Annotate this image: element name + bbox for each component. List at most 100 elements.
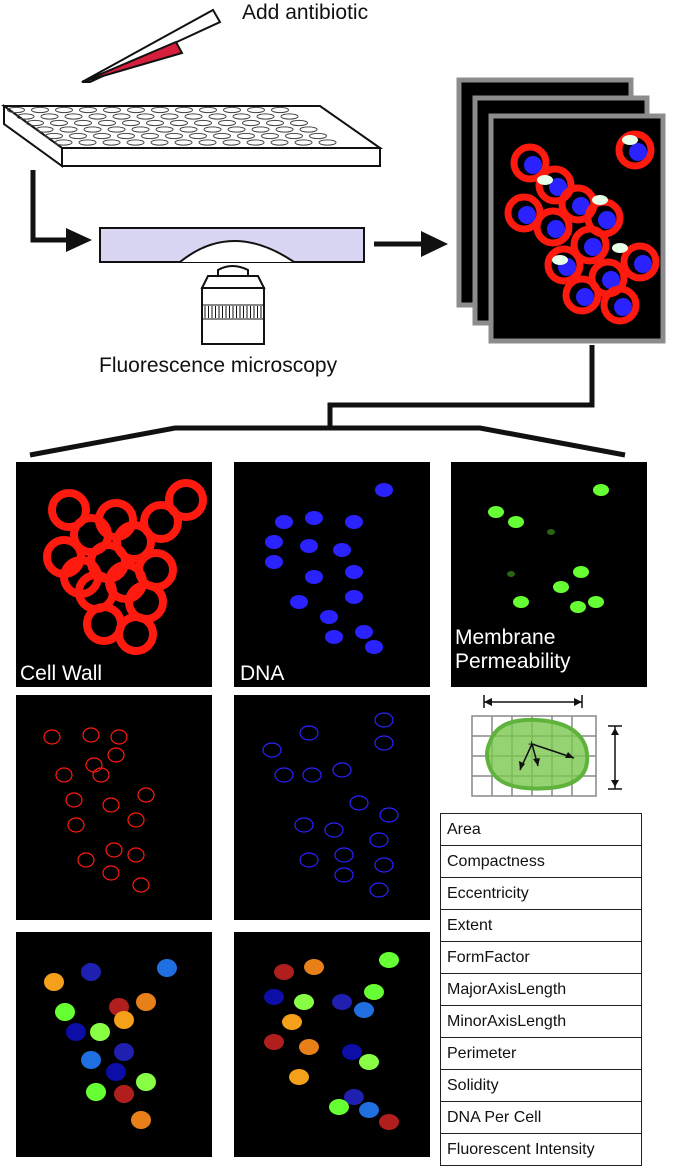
cell-segment — [86, 1083, 106, 1101]
membrane-blob — [588, 596, 604, 608]
pipette-icon — [81, 8, 222, 83]
well — [232, 113, 251, 120]
cell-segment — [136, 1073, 156, 1091]
well — [7, 106, 25, 114]
well — [256, 113, 275, 120]
membrane-blob — [507, 571, 515, 577]
well — [126, 139, 145, 146]
well — [266, 119, 284, 127]
dna-segment — [354, 1002, 374, 1018]
cell-outline — [55, 767, 73, 783]
well — [78, 139, 97, 146]
connector-lines — [29, 345, 626, 458]
membrane-label: Membrane Permeability — [455, 626, 571, 674]
cell-ring — [535, 165, 575, 205]
membrane-blob — [488, 506, 504, 518]
well — [237, 132, 255, 140]
cell-segment — [114, 1085, 134, 1103]
dna-segment — [289, 1069, 309, 1085]
feature-item: Perimeter — [441, 1038, 641, 1070]
cell-outline — [107, 747, 125, 763]
well — [93, 132, 111, 140]
dna-outline — [302, 767, 322, 783]
well — [309, 132, 327, 140]
well — [294, 139, 313, 146]
dna-blob — [305, 511, 323, 525]
dna-panel: DNA — [234, 462, 430, 687]
membrane-blob — [570, 601, 586, 613]
cell-ring — [620, 242, 660, 282]
cell-wall-ring — [165, 479, 207, 521]
cell-ring — [510, 143, 550, 183]
well — [151, 106, 169, 114]
dna-segment — [274, 964, 294, 980]
arrow-to-images — [374, 231, 448, 257]
well — [136, 113, 155, 120]
dna-outline — [334, 847, 354, 863]
well — [318, 139, 337, 146]
cell-outline — [85, 757, 103, 773]
well — [247, 106, 265, 114]
well — [88, 113, 107, 120]
dna-outline — [299, 725, 319, 741]
cell-ring — [615, 130, 655, 170]
well — [155, 126, 174, 133]
well — [131, 126, 150, 133]
well — [160, 113, 179, 120]
membrane-spot — [552, 255, 568, 265]
well — [165, 132, 183, 140]
well — [170, 119, 188, 127]
dna-blob — [365, 640, 383, 654]
membrane-blob — [513, 596, 529, 608]
feature-item: Compactness — [441, 846, 641, 878]
dna-blob — [290, 595, 308, 609]
dna-blob — [345, 515, 363, 529]
membrane-label-line2: Permeability — [455, 650, 571, 673]
cell-segment — [66, 1023, 86, 1041]
well — [285, 132, 303, 140]
dna-blob — [602, 271, 620, 289]
dna-blob — [265, 535, 283, 549]
well — [270, 139, 289, 146]
dna-outline — [324, 822, 344, 838]
dna-blob — [333, 543, 351, 557]
well — [275, 126, 294, 133]
cell-outline — [92, 767, 110, 783]
well — [26, 119, 44, 127]
membrane-blob — [553, 581, 569, 593]
cell-wall-label: Cell Wall — [20, 662, 103, 685]
well — [50, 119, 68, 127]
dna-blob — [345, 565, 363, 579]
objective-lens-icon — [200, 265, 266, 345]
dna-outline — [374, 712, 394, 728]
cell-outline — [43, 729, 61, 745]
dna-blob — [320, 610, 338, 624]
well — [141, 132, 159, 140]
well — [203, 126, 222, 133]
feature-item: Area — [441, 814, 641, 846]
well — [208, 113, 227, 120]
dna-segment — [332, 994, 352, 1010]
dna-blob — [265, 555, 283, 569]
well — [102, 139, 121, 146]
dna-segment — [299, 1039, 319, 1055]
cell-wall-ring — [48, 489, 90, 531]
dna-blob — [275, 515, 293, 529]
well — [290, 119, 308, 127]
cell-outline — [127, 812, 145, 828]
well — [199, 106, 217, 114]
cell-outline — [82, 727, 100, 743]
membrane-spot — [592, 195, 608, 205]
dna-blob — [375, 483, 393, 497]
well — [127, 106, 145, 114]
microscopy-label: Fluorescence microscopy — [99, 354, 338, 377]
cell-segmentation-panel — [16, 932, 212, 1157]
well — [223, 106, 241, 114]
membrane-panel: Membrane Permeability — [451, 462, 647, 687]
cell-shape — [485, 717, 590, 791]
well — [40, 113, 59, 120]
feature-item: DNA Per Cell — [441, 1102, 641, 1134]
feature-item: MajorAxisLength — [441, 974, 641, 1006]
cell-wall-ring — [135, 549, 177, 591]
dna-segment — [344, 1089, 364, 1105]
